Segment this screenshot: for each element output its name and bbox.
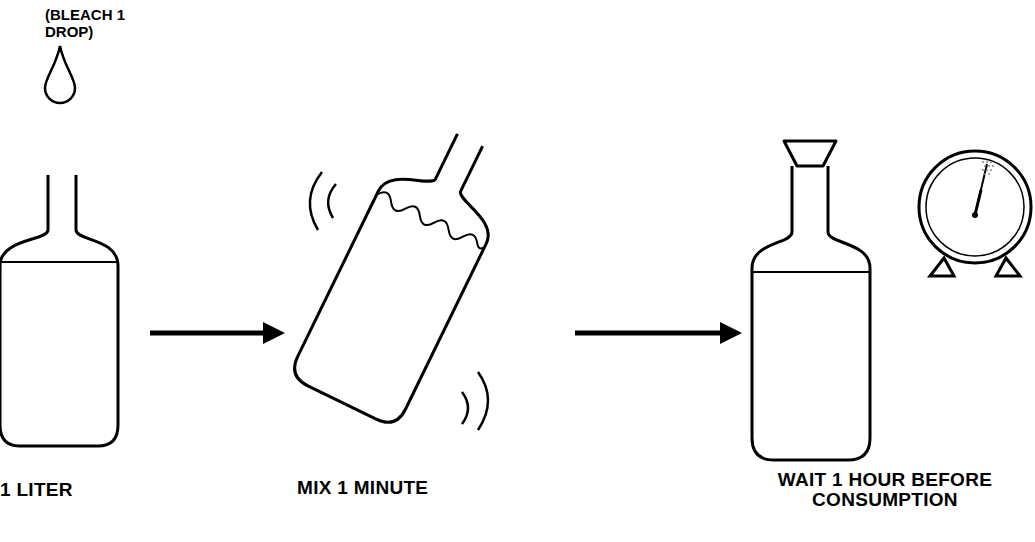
bottle-step: 1 LITER <box>0 170 150 510</box>
step-caption: WAIT 1 HOUR BEFORE CONSUMPTION <box>742 470 1028 510</box>
bottle-step: WAIT 1 HOUR BEFORE CONSUMPTION <box>742 140 1028 520</box>
bottle-shape <box>742 140 1028 470</box>
bottle-shape <box>0 170 150 470</box>
step-caption: 1 LITER <box>0 480 150 500</box>
bottle-step: MIX 1 MINUTE <box>285 140 575 510</box>
bottle-shape <box>285 140 575 470</box>
flow-arrow <box>150 322 285 344</box>
flow-arrow <box>575 322 742 344</box>
note-label: (BLEACH 1 DROP) <box>45 6 131 40</box>
step-caption: MIX 1 MINUTE <box>297 478 497 498</box>
